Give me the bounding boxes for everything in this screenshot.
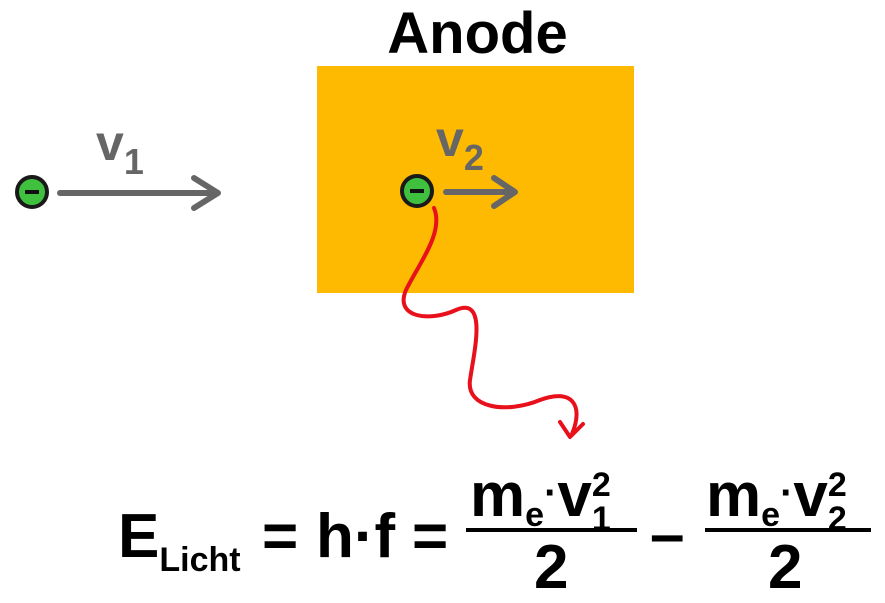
exponent-2: 2 <box>827 466 847 504</box>
v2-sub: 2 <box>463 137 484 178</box>
mass-m: m <box>470 461 526 530</box>
electron-2 <box>400 174 434 208</box>
fraction-2-denominator: 2 <box>768 533 803 602</box>
mass-e-sub: e <box>525 496 545 534</box>
velocity-v: v <box>557 461 592 530</box>
velocity-label-v1: v1 <box>96 118 144 187</box>
v2-base: v <box>436 111 464 167</box>
mass-m: m <box>706 461 762 530</box>
dot-operator: · <box>780 471 794 515</box>
energy-e: E <box>118 502 160 571</box>
velocity-label-v2: v2 <box>436 114 484 183</box>
minus-sign: – <box>650 500 685 569</box>
planck-term: h·f <box>316 502 396 571</box>
velocity-arrow-v2 <box>443 175 518 209</box>
anode-plate <box>317 66 634 293</box>
electron-1 <box>15 175 49 209</box>
anode-title: Anode <box>387 1 568 66</box>
photon-arrow <box>401 206 585 439</box>
equals-sign-1: = <box>262 502 299 571</box>
v1-base: v <box>96 115 124 171</box>
dot-operator: · <box>544 471 558 515</box>
fraction-1-denominator: 2 <box>534 533 569 602</box>
energy-subscript: Licht <box>159 541 241 579</box>
velocity-arrow-v1 <box>57 175 221 211</box>
v1-sub: 1 <box>123 141 144 182</box>
exponent-2: 2 <box>591 466 611 504</box>
equals-sign-2: = <box>412 502 449 571</box>
velocity-subscript-2: 2 <box>827 500 847 538</box>
velocity-subscript-1: 1 <box>591 500 611 538</box>
velocity-v: v <box>793 461 828 530</box>
energy-symbol: ELicht <box>118 506 241 591</box>
mass-e-sub: e <box>761 496 781 534</box>
